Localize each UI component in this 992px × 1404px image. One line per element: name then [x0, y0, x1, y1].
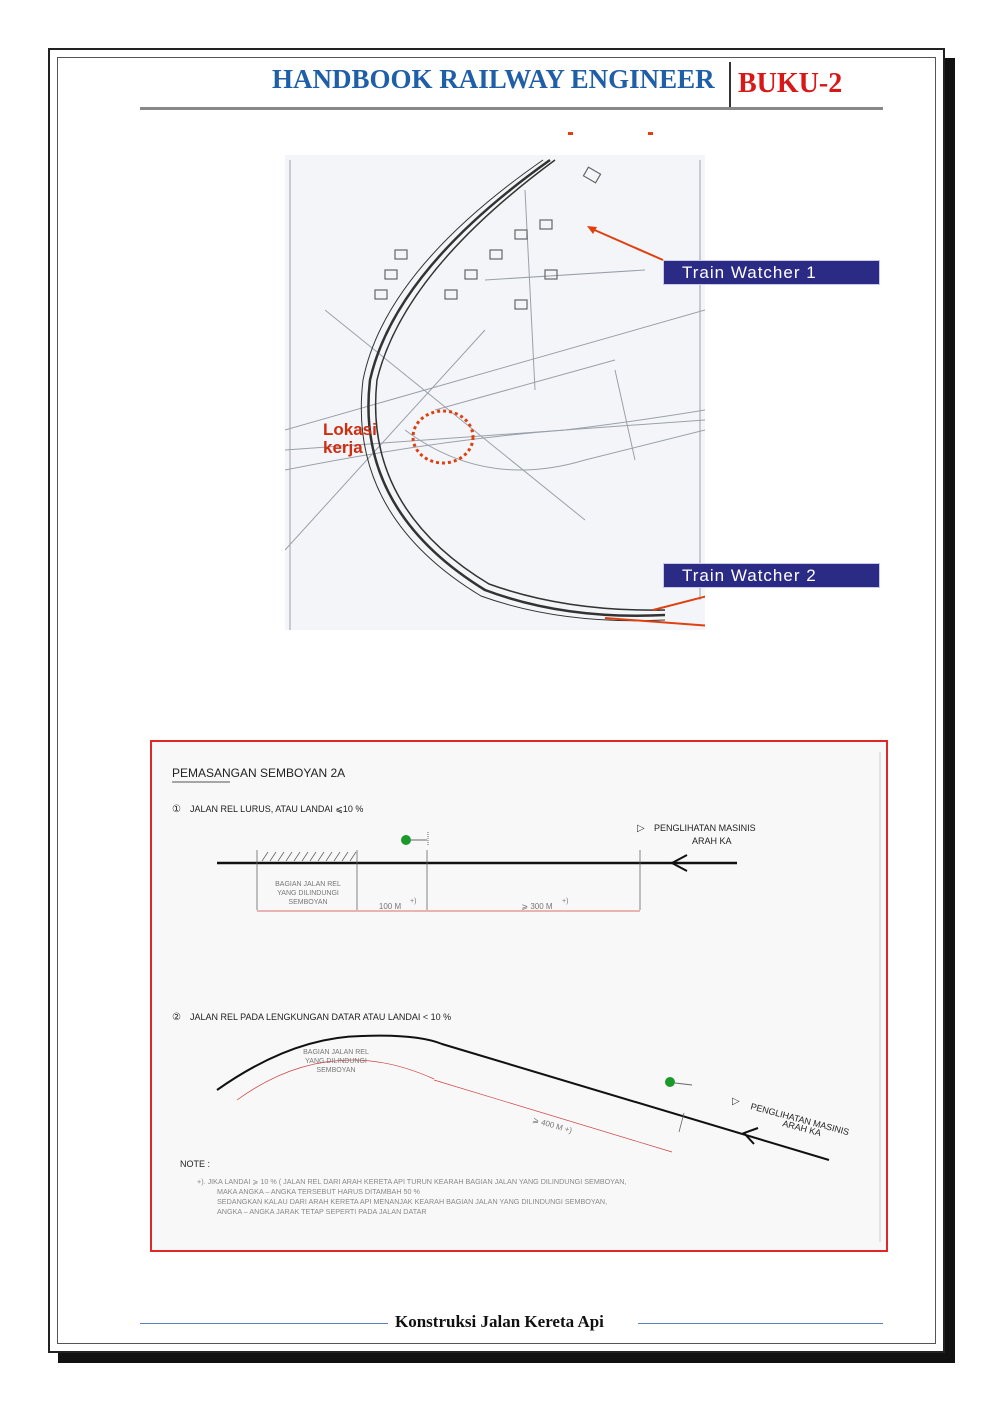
hatch-mark	[293, 851, 301, 862]
work-location-label-1: Lokasi	[323, 420, 377, 439]
watcher-2-arrow	[700, 560, 760, 600]
hatch-mark	[333, 851, 341, 862]
footer-text: Konstruksi Jalan Kereta Api	[395, 1312, 604, 1331]
case1-heading: JALAN REL LURUS, ATAU LANDAI ⩽10 %	[190, 804, 363, 814]
footer-rule-right	[638, 1323, 883, 1324]
eye-icon: ▷	[637, 823, 645, 834]
semboyan-diagram: PEMASANGAN SEMBOYAN 2A ① JALAN REL LURUS…	[150, 740, 888, 1252]
case2-number: ②	[172, 1012, 181, 1023]
train-watcher-1-label: Train Watcher 1	[663, 260, 880, 285]
hatch-mark	[261, 851, 269, 862]
case1-dim-300: ⩾ 300 M	[521, 902, 552, 911]
case1-view-label-2: ARAH KA	[692, 836, 732, 846]
case1-number: ①	[172, 804, 181, 815]
note-label: NOTE :	[180, 1159, 210, 1169]
note-line-3: SEDANGKAN KALAU DARI ARAH KERETA API MEN…	[217, 1197, 607, 1206]
case2-protected-3: SEMBOYAN	[316, 1067, 355, 1074]
footer-rule-left	[140, 1323, 388, 1324]
eye-icon: ▷	[732, 1096, 740, 1107]
note-line-1: +). JIKA LANDAI ⩾ 10 % ( JALAN REL DARI …	[197, 1177, 626, 1186]
hatch-mark	[317, 851, 325, 862]
hatch-mark	[309, 851, 317, 862]
train-watcher-2-label: Train Watcher 2	[663, 563, 880, 588]
hatch-mark	[285, 851, 293, 862]
case2-heading: JALAN REL PADA LENGKUNGAN DATAR ATAU LAN…	[190, 1012, 451, 1022]
note-line-2: MAKA ANGKA – ANGKA TERSEBUT HARUS DITAMB…	[217, 1187, 421, 1196]
hatch-mark	[277, 851, 285, 862]
hatch-mark	[301, 851, 309, 862]
case1-protected-1: BAGIAN JALAN REL	[275, 881, 341, 888]
signal-icon	[665, 1077, 675, 1087]
case1-dim-100: 100 M	[379, 902, 402, 911]
case1-protected-2: YANG DILINDUNGI	[277, 890, 339, 897]
book-label: BUKU-2	[738, 68, 843, 99]
case2-protected-1: BAGIAN JALAN REL	[303, 1049, 369, 1056]
case2-protected-2: YANG DILINDUNGI	[305, 1058, 367, 1065]
case1-dim-sup-1: +)	[410, 898, 416, 905]
hatch-mark	[325, 851, 333, 862]
case2-dim-400: ⩾ 400 M +)	[531, 1115, 573, 1135]
hatch-mark	[341, 851, 349, 862]
note-line-4: ANGKA – ANGKA JARAK TETAP SEPERTI PADA J…	[217, 1207, 427, 1216]
header-title: HANDBOOK RAILWAY ENGINEER	[272, 64, 715, 94]
case1-protected-3: SEMBOYAN	[288, 899, 327, 906]
hatch-mark	[269, 851, 277, 862]
hatch-mark	[349, 851, 357, 862]
header-divider	[729, 62, 731, 108]
page-inner-border	[57, 57, 936, 1344]
header-rule	[140, 107, 883, 110]
case1-dim-sup-2: +)	[562, 898, 568, 905]
case1-view-label-1: PENGLIHATAN MASINIS	[654, 823, 756, 833]
work-location-label-2: kerja	[323, 438, 363, 457]
diagram-title: PEMASANGAN SEMBOYAN 2A	[172, 766, 345, 780]
track-map: Lokasi kerja	[285, 132, 705, 630]
signal-icon	[401, 835, 411, 845]
